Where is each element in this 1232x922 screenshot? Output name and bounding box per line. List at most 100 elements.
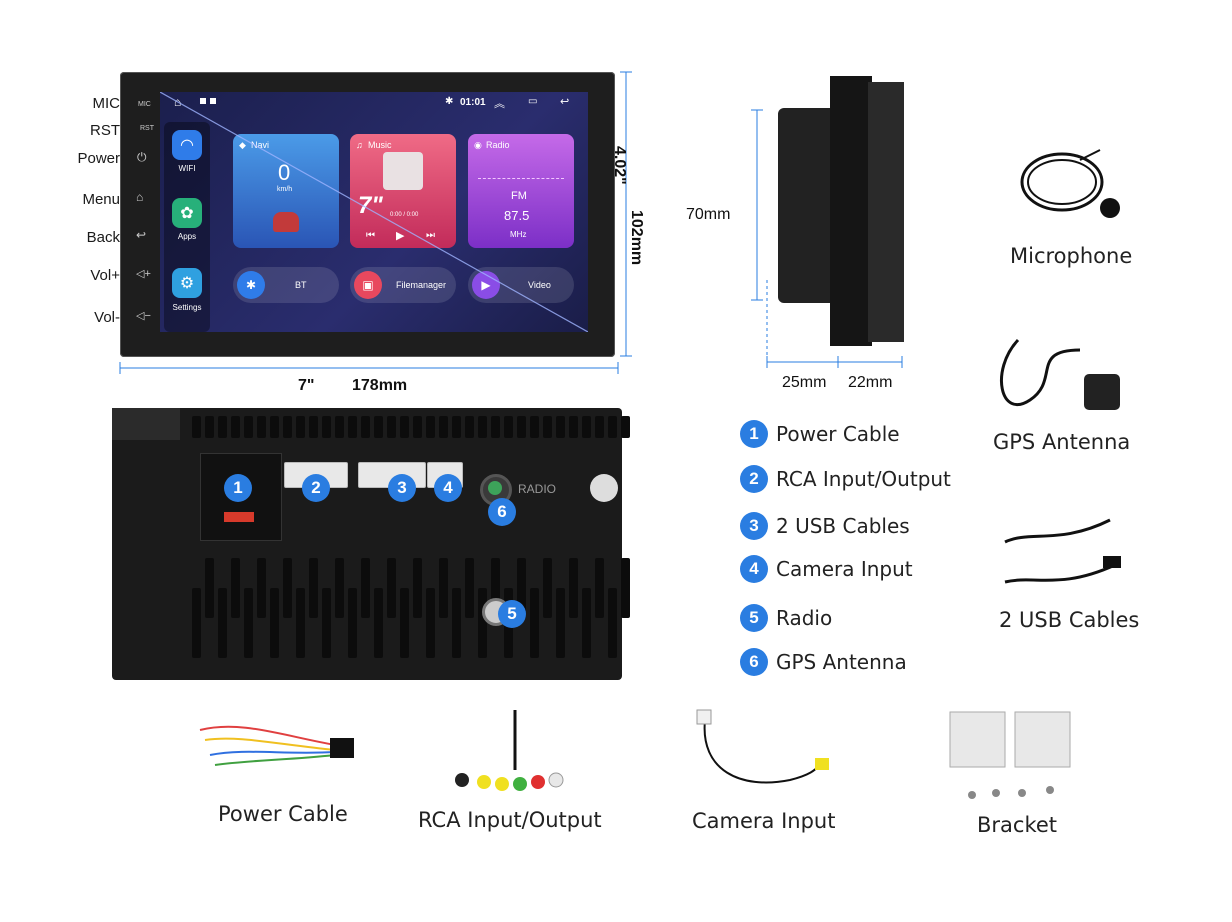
back-label: Back xyxy=(86,229,120,246)
vent-rib xyxy=(192,416,201,438)
album-art xyxy=(383,152,423,190)
vent-rib xyxy=(439,558,448,618)
back-icon[interactable]: ↩ xyxy=(136,228,147,242)
vent-rib xyxy=(283,416,292,438)
legend-item: 2 RCA Input/Output xyxy=(740,465,951,493)
vent-rib xyxy=(348,416,357,438)
wifi-icon[interactable]: ◠ xyxy=(172,130,202,160)
vent-rib xyxy=(517,558,526,618)
music-time: 0:00 / 0:00 xyxy=(390,212,419,218)
wifi-label: WIFI xyxy=(178,164,196,173)
vent-rib xyxy=(309,416,318,438)
power-icon[interactable]: ⏻ xyxy=(137,150,147,164)
next-icon[interactable]: ⏭ xyxy=(426,230,435,241)
vent-rib xyxy=(244,588,253,658)
side-view-bezel xyxy=(830,76,872,346)
previous-icon[interactable]: ⏮ xyxy=(366,230,375,241)
navi-card[interactable]: Navi ◆ 0 km/h xyxy=(233,134,339,248)
filemanager-shortcut[interactable]: ▣ Filemanager xyxy=(350,267,456,303)
bluetooth-icon: ✱ xyxy=(445,96,454,107)
menu-label: Menu xyxy=(82,191,120,208)
bt-shortcut[interactable]: ✱ BT xyxy=(233,267,339,303)
width-mm: 178mm xyxy=(352,377,408,394)
side-view-screen xyxy=(868,82,904,342)
radio-card[interactable]: Radio ◉ FM 87.5 MHz xyxy=(468,134,574,248)
recent-apps-icon[interactable]: ▭ xyxy=(528,96,538,107)
rear-corner-bracket xyxy=(112,408,180,440)
vent-rib xyxy=(556,416,565,438)
legend-item: 1 Power Cable xyxy=(740,420,900,448)
vent-rib xyxy=(426,416,435,438)
android-screen: ⌂ ✱ 01:01 ︽ ▭ ↩ ◠ WIFI ✿ Apps ⚙ Settings… xyxy=(160,92,588,332)
vent-rib xyxy=(491,558,500,618)
vent-rib xyxy=(335,416,344,438)
vent-rib xyxy=(569,416,578,438)
waveform xyxy=(478,158,564,179)
vent-rib xyxy=(374,588,383,658)
power-cable-caption: Power Cable xyxy=(218,802,348,826)
notification-icon xyxy=(200,98,206,104)
rear-panel: RADIO 1 2 3 4 5 6 xyxy=(112,408,630,680)
vent-rib xyxy=(296,416,305,438)
notification-icon xyxy=(210,98,216,104)
gps-caption: GPS Antenna xyxy=(993,430,1131,454)
chevron-up-icon[interactable]: ︽ xyxy=(494,98,505,110)
apps-label: Apps xyxy=(177,232,197,241)
settings-label: Settings xyxy=(172,303,202,312)
back-arrow-icon[interactable]: ↩ xyxy=(560,96,570,108)
fuse xyxy=(224,512,254,522)
legend-text: 2 USB Cables xyxy=(776,514,910,538)
vent-rib xyxy=(543,416,552,438)
vent-rib xyxy=(309,558,318,618)
rca-caption: RCA Input/Output xyxy=(418,808,602,832)
legend-badge: 2 xyxy=(740,465,768,493)
vent-rib xyxy=(413,558,422,618)
play-icon[interactable]: ▶ xyxy=(396,230,405,242)
vent-rib xyxy=(218,588,227,658)
legend-badge: 4 xyxy=(740,555,768,583)
glare-line xyxy=(160,92,588,332)
legend-item: 6 GPS Antenna xyxy=(740,648,907,676)
vent-rib xyxy=(205,558,214,618)
legend-text: GPS Antenna xyxy=(776,650,907,674)
vent-rib xyxy=(205,416,214,438)
side-view-chassis xyxy=(778,108,838,303)
volup-label: Vol+ xyxy=(90,267,120,284)
vent-rib xyxy=(478,416,487,438)
port-badge-3: 3 xyxy=(388,474,416,502)
video-shortcut[interactable]: ▶ Video xyxy=(468,267,574,303)
port-badge-4: 4 xyxy=(434,474,462,502)
vent-rib xyxy=(296,588,305,658)
vent-rib xyxy=(582,416,591,438)
bezel-mic-text: MIC xyxy=(138,101,151,108)
camera-caption: Camera Input xyxy=(692,809,836,833)
home-icon[interactable]: ⌂ xyxy=(136,190,144,204)
radio-jack-center xyxy=(488,481,502,495)
vent-rib xyxy=(270,416,279,438)
vent-rib xyxy=(322,416,331,438)
vent-rib xyxy=(582,588,591,658)
vent-rib xyxy=(608,588,617,658)
vent-rib xyxy=(556,588,565,658)
rst-label: RST xyxy=(90,122,120,139)
apps-icon[interactable]: ✿ xyxy=(172,198,202,228)
legend-badge: 5 xyxy=(740,604,768,632)
vent-rib xyxy=(231,558,240,618)
navi-title: Navi xyxy=(251,140,270,150)
radio-band: FM xyxy=(511,190,527,202)
vent-rib xyxy=(257,416,266,438)
port-badge-1: 1 xyxy=(224,474,252,502)
vent-rib xyxy=(608,416,617,438)
vent-rib xyxy=(400,588,409,658)
microphone-caption: Microphone xyxy=(1010,244,1133,268)
side-dock: ◠ WIFI ✿ Apps ⚙ Settings xyxy=(164,122,210,332)
vent-rib xyxy=(257,558,266,618)
volume-down-icon[interactable]: ◁− xyxy=(136,310,151,322)
video-label: Video xyxy=(528,280,551,290)
volume-up-icon[interactable]: ◁+ xyxy=(136,268,151,280)
vent-rib xyxy=(335,558,344,618)
legend-badge: 6 xyxy=(740,648,768,676)
vent-rib xyxy=(413,416,422,438)
settings-icon[interactable]: ⚙ xyxy=(172,268,202,298)
port-badge-5: 5 xyxy=(498,600,526,628)
